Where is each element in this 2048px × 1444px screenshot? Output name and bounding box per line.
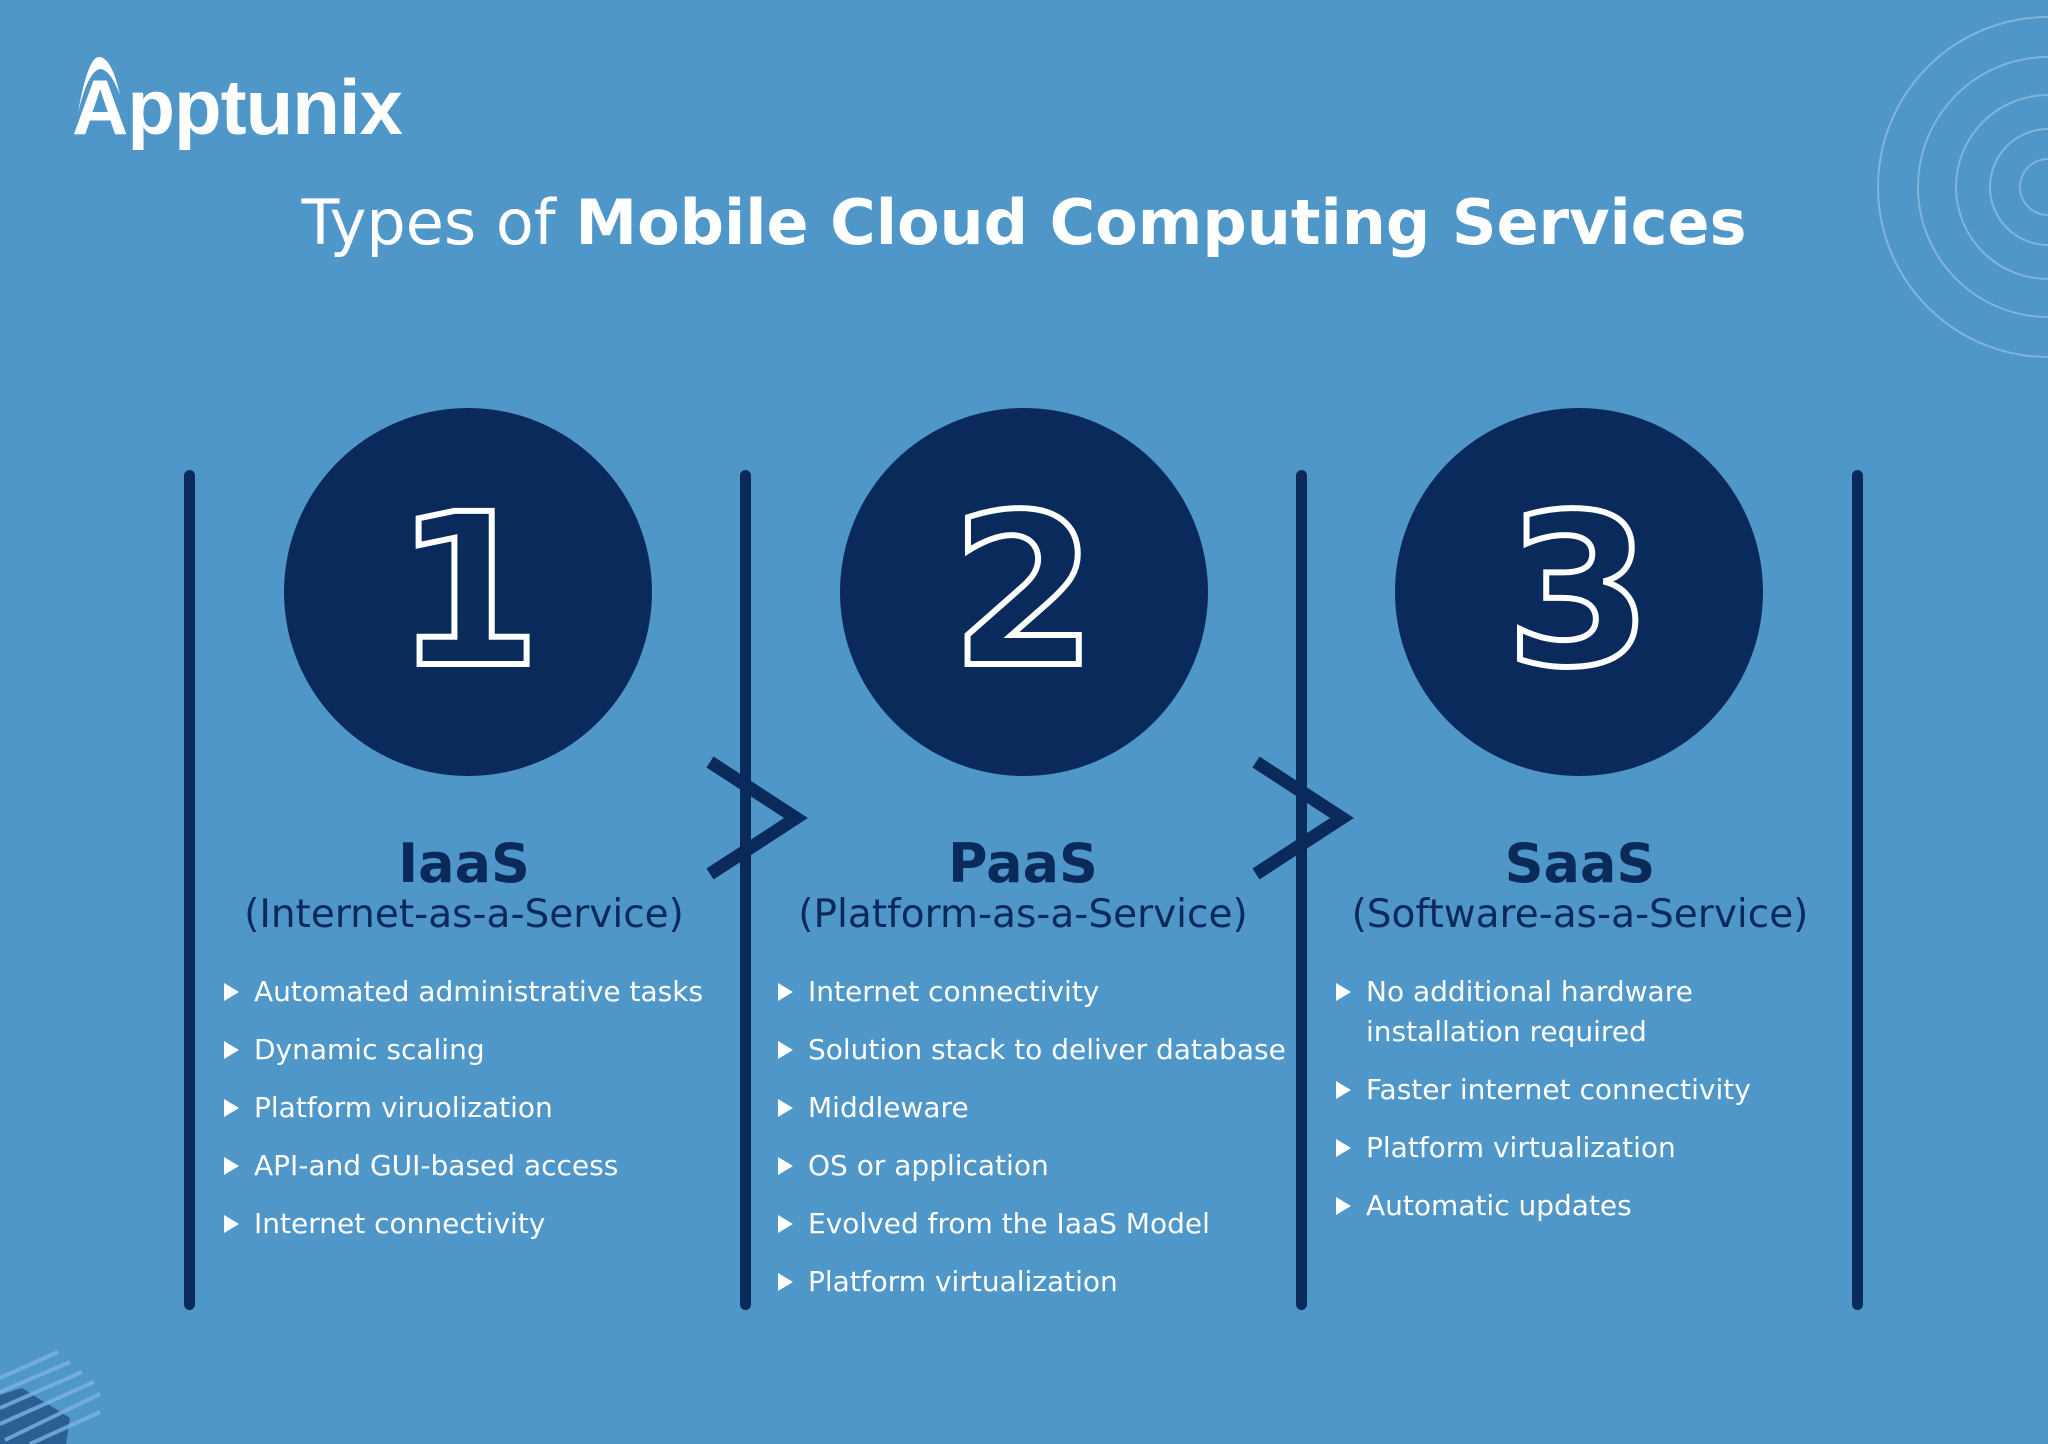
number-circle-2: 2 — [840, 408, 1208, 776]
number-circle-3: 3 — [1395, 408, 1763, 776]
column-subtitle: (Software-as-a-Service) — [1351, 892, 1809, 937]
list-item: OS or application — [778, 1146, 1318, 1186]
column-title: IaaS — [398, 832, 530, 895]
list-item: Platform viruolization — [224, 1088, 744, 1128]
bullet-triangle-icon — [778, 983, 793, 1001]
saas-feature-list: No additional hardware installation requ… — [1336, 972, 1776, 1244]
bullet-triangle-icon — [1336, 1197, 1351, 1215]
number: 2 — [948, 469, 1100, 714]
column-subtitle: (Platform-as-a-Service) — [798, 892, 1248, 937]
bullet-triangle-icon — [778, 1273, 793, 1291]
list-item: Dynamic scaling — [224, 1030, 744, 1070]
number-circle-1: 1 — [284, 408, 652, 776]
list-item: Solution stack to deliver database — [778, 1030, 1318, 1070]
paas-feature-list: Internet connectivity Solution stack to … — [778, 972, 1318, 1320]
concentric-circles-decoration — [1877, 16, 2048, 358]
bullet-triangle-icon — [224, 1157, 239, 1175]
logo-arc-icon — [78, 56, 120, 113]
divider-line — [1296, 470, 1307, 1310]
list-item: API-and GUI-based access — [224, 1146, 744, 1186]
bullet-triangle-icon — [224, 1041, 239, 1059]
list-item: Platform virtualization — [778, 1262, 1318, 1302]
number: 3 — [1503, 469, 1655, 714]
bullet-triangle-icon — [778, 1215, 793, 1233]
list-item: Automatic updates — [1336, 1186, 1776, 1226]
list-item: Automated administrative tasks — [224, 972, 744, 1012]
column-title: PaaS — [948, 832, 1098, 895]
list-item: Internet connectivity — [778, 972, 1318, 1012]
chevron-right-icon — [1252, 756, 1354, 880]
list-item: Evolved from the IaaS Model — [778, 1204, 1318, 1244]
apptunix-logo: Apptunix — [72, 63, 403, 151]
column-subtitle: (Internet-as-a-Service) — [244, 892, 684, 937]
page-title: Types of Mobile Cloud Computing Services — [301, 186, 1747, 259]
iaas-feature-list: Automated administrative tasks Dynamic s… — [224, 972, 744, 1262]
bullet-triangle-icon — [1336, 1139, 1351, 1157]
chevron-right-icon — [706, 756, 808, 880]
bullet-triangle-icon — [778, 1099, 793, 1117]
number: 1 — [392, 469, 544, 714]
divider-line — [184, 470, 195, 1310]
list-item: Internet connectivity — [224, 1204, 744, 1244]
bullet-triangle-icon — [1336, 1081, 1351, 1099]
bullet-triangle-icon — [1336, 983, 1351, 1001]
column-title: SaaS — [1504, 832, 1656, 895]
bullet-triangle-icon — [224, 983, 239, 1001]
list-item: Middleware — [778, 1088, 1318, 1128]
bullet-triangle-icon — [778, 1157, 793, 1175]
bullet-triangle-icon — [778, 1041, 793, 1059]
bullet-triangle-icon — [224, 1099, 239, 1117]
list-item: Faster internet connectivity — [1336, 1070, 1776, 1110]
divider-line — [1852, 470, 1863, 1310]
list-item: Platform virtualization — [1336, 1128, 1776, 1168]
list-item: No additional hardware installation requ… — [1336, 972, 1776, 1052]
bullet-triangle-icon — [224, 1215, 239, 1233]
divider-line — [740, 470, 751, 1310]
striped-hexagon-decoration — [0, 1350, 101, 1444]
